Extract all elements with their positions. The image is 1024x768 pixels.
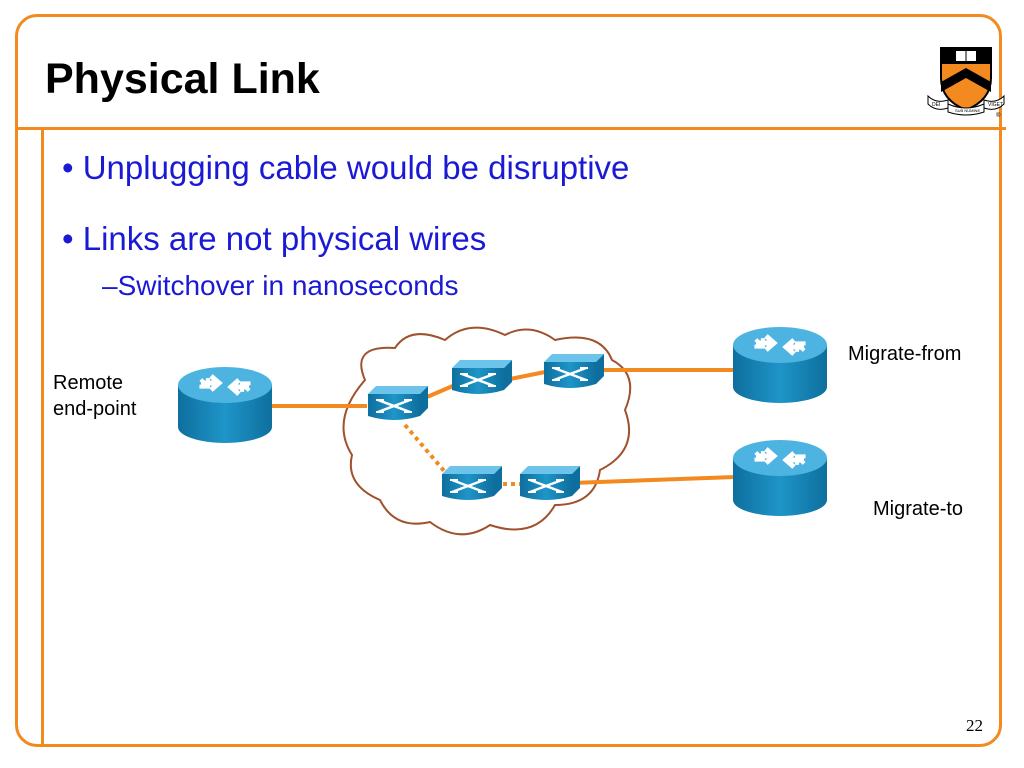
slide-frame (15, 14, 1002, 747)
sub-bullet-switchover: –Switchover in nanoseconds (102, 270, 459, 301)
switch-4-icon (442, 466, 502, 500)
slide-title: Physical Link (45, 55, 320, 103)
side-divider (41, 127, 44, 747)
remote-label-line1: Remote (53, 372, 124, 394)
page-number: 22 (966, 716, 983, 735)
registered-mark: ® (996, 112, 1001, 118)
switch-5-icon (520, 466, 580, 500)
migrate-to-label: Migrate-to (873, 498, 964, 520)
switch-1-icon (368, 386, 428, 420)
bullet-unplugging: • Unplugging cable would be disruptive (62, 149, 630, 186)
link-switch1-switch4-dotted (403, 423, 447, 474)
link-switch5-migrate-to (571, 475, 736, 485)
router-migrate-from-icon (733, 327, 827, 403)
remote-label-line2: end-point (53, 398, 137, 420)
router-migrate-to-icon (733, 440, 827, 516)
switch-3-icon (544, 354, 604, 388)
logo-motto-left: DEI (932, 102, 940, 108)
bullet-links-not-wires: • Links are not physical wires (62, 220, 487, 257)
remote-endpoint-label: Remote end-point (53, 370, 136, 422)
logo-motto-center: SUB NUMINE (955, 108, 980, 113)
switch-2-icon (452, 360, 512, 394)
migrate-from-label: Migrate-from (848, 343, 962, 365)
logo-motto-right: VIGET (988, 102, 1003, 108)
title-divider (15, 127, 1006, 130)
shield-logo-icon: DEI SUB NUMINE VIGET ® (927, 47, 1005, 118)
router-remote-endpoint-icon (178, 367, 272, 443)
